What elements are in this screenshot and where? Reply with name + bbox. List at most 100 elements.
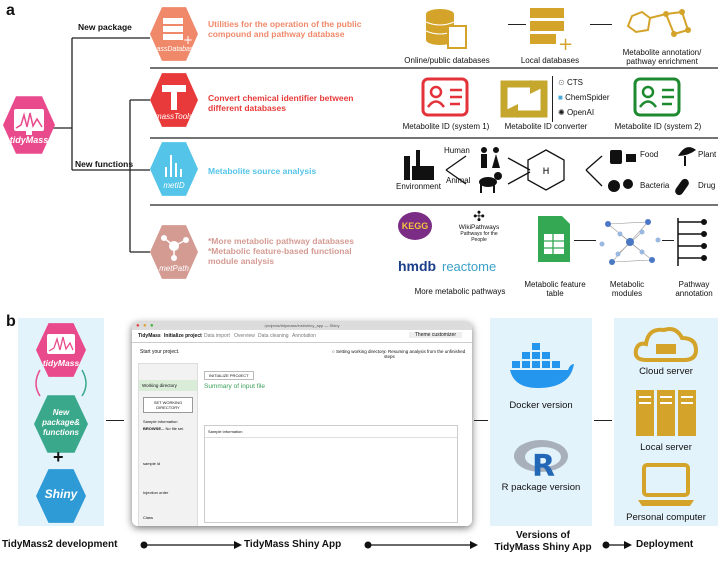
cloud-server-icon bbox=[633, 327, 699, 362]
hmdb-logo: hmdb bbox=[398, 258, 437, 274]
r-label: R package version bbox=[501, 482, 581, 493]
wiki-icon: ✣ bbox=[473, 208, 485, 224]
tidymass-core-hex: tidyMass bbox=[3, 96, 55, 154]
id1-label: Metabolite ID (system 1) bbox=[402, 122, 490, 131]
arrow-versions-deploy bbox=[594, 420, 612, 422]
metpath-name: metPath bbox=[159, 264, 189, 273]
local-label: Local server bbox=[640, 442, 692, 453]
database-server-icon: + bbox=[163, 18, 193, 47]
tab-overview[interactable]: Overview bbox=[234, 333, 255, 339]
branch-new-functions: New functions bbox=[75, 159, 134, 169]
masstools-desc: Convert chemical identifier between diff… bbox=[208, 93, 354, 113]
massdatabase-name: massDatabase bbox=[150, 46, 198, 53]
id2-label: Metabolite ID (system 2) bbox=[614, 122, 702, 131]
browse-button[interactable]: BROWSE... bbox=[143, 426, 165, 431]
svg-text:H: H bbox=[543, 167, 550, 177]
molecule-network-icon bbox=[626, 9, 691, 37]
sample-id-label: sample id bbox=[143, 461, 161, 466]
radio1-label: Setting working directory bbox=[335, 349, 386, 354]
monitor-icon-small bbox=[47, 334, 75, 354]
theme-button[interactable]: Theme customizer bbox=[408, 332, 462, 338]
online-db-label: Online/public databases bbox=[404, 56, 490, 65]
sidebar-working-dir[interactable]: Working directory bbox=[139, 380, 197, 391]
human-label: Human bbox=[444, 146, 470, 155]
app-window: ● ● ● /projects/tidymass/inst/shiny_app … bbox=[132, 322, 472, 526]
init-project-button[interactable]: INITIALIZE PROJECT bbox=[204, 371, 254, 380]
tab-initialize[interactable]: Initialize project bbox=[164, 333, 202, 339]
radio-resume[interactable]: ○ Resuming analysis from the unfinished … bbox=[384, 349, 466, 359]
arrow-4 bbox=[662, 240, 674, 242]
openai-label: OpenAI bbox=[566, 108, 595, 117]
arrow-dev-app bbox=[106, 420, 124, 422]
timeline-app: TidyMass Shiny App bbox=[244, 539, 342, 550]
converter-label: Metabolite ID converter bbox=[504, 122, 588, 131]
core-name: tidyMass bbox=[9, 135, 49, 145]
masstools-hex: massTools bbox=[150, 73, 198, 127]
injection-label: Injection order bbox=[143, 490, 169, 495]
app-navbar: TidyMass Initialize project Data import … bbox=[132, 330, 472, 343]
pc-label: Personal computer bbox=[626, 512, 706, 523]
timeline-dev: TidyMass2 development bbox=[2, 539, 118, 550]
tab-data-cleaning[interactable]: Data cleaning bbox=[258, 333, 289, 339]
environment-label: Environment bbox=[396, 182, 441, 191]
wiki-label: WikiPathways bbox=[458, 224, 500, 231]
local-database-icon: + bbox=[530, 8, 573, 54]
converter-bracket bbox=[552, 76, 553, 122]
laptop-icon bbox=[638, 463, 694, 506]
convert-arrows-icon bbox=[500, 80, 548, 118]
title-bar: ● ● ● /projects/tidymass/inst/shiny_app … bbox=[132, 322, 472, 330]
converter-openai: ✺ OpenAI bbox=[558, 108, 595, 117]
timeline-versions: Versions of TidyMass Shiny App bbox=[494, 530, 592, 553]
masstools-name: massTools bbox=[155, 112, 193, 121]
set-wd-button[interactable]: SET WORKING DIRECTORY bbox=[143, 397, 193, 413]
title-bar-text: /projects/tidymass/inst/shiny_app — Shin… bbox=[264, 323, 340, 328]
spreadsheet-icon bbox=[538, 216, 570, 262]
docker-label: Docker version bbox=[509, 400, 573, 411]
animal-label: Animal bbox=[446, 176, 471, 185]
plant-label: Plant bbox=[698, 150, 717, 159]
arrow-3 bbox=[574, 240, 596, 242]
radio-setting-wd[interactable]: ○ Setting working directory bbox=[332, 349, 386, 354]
wiki-sub-label: Pathways for the People bbox=[460, 231, 498, 243]
tab-annotation[interactable]: Annotation bbox=[292, 333, 316, 339]
annotation-label: Metabolite annotation/ pathway enrichmen… bbox=[622, 48, 702, 66]
chemspider-label: ChemSpider bbox=[565, 93, 610, 102]
dev-top-label: tidyMass bbox=[42, 358, 80, 368]
id-card-red-icon bbox=[421, 77, 469, 117]
tab-data-import[interactable]: Data import bbox=[204, 333, 230, 339]
local-server-icon bbox=[636, 390, 696, 436]
app-body: Start your project. ○ Setting working di… bbox=[132, 343, 472, 526]
spectrum-icon bbox=[165, 155, 182, 177]
wikipathways-logo: ✣ WikiPathways Pathways for the People bbox=[454, 208, 504, 243]
file-input[interactable]: BROWSE... No file sel. bbox=[143, 426, 193, 431]
cloud-label: Cloud server bbox=[639, 366, 693, 377]
start-text: Start your project. bbox=[140, 349, 180, 355]
modules-label: Metabolic modules bbox=[609, 280, 645, 298]
online-database-icon bbox=[425, 9, 467, 49]
versions-column-bg bbox=[490, 318, 592, 526]
branch-new-package: New package bbox=[78, 22, 132, 32]
metpath-desc: *More metabolic pathway databases *Metab… bbox=[208, 236, 354, 266]
local-db-label: Local databases bbox=[520, 56, 580, 65]
radio2-label: Resuming analysis from the unfinished st… bbox=[384, 349, 466, 359]
no-file-text: No file sel. bbox=[165, 426, 185, 431]
dev-mid-label: New package& functions bbox=[42, 408, 80, 437]
timeline-deploy: Deployment bbox=[636, 539, 694, 550]
class-label: Class bbox=[143, 515, 154, 520]
massdatabase-desc: Utilities for the operation of the publi… bbox=[208, 19, 362, 39]
panel-b-label: b bbox=[6, 313, 16, 330]
timeline-line bbox=[140, 541, 632, 549]
source-network: H bbox=[404, 147, 696, 196]
arrow-app-versions bbox=[474, 420, 488, 422]
svg-text:+: + bbox=[558, 34, 573, 54]
metid-desc: Metabolite source analysis bbox=[208, 166, 317, 176]
feature-table-label: Metabolic feature table bbox=[524, 280, 586, 298]
id-card-green-icon bbox=[633, 77, 681, 117]
monitor-icon bbox=[14, 109, 44, 135]
hammer-icon bbox=[162, 85, 186, 110]
svg-text:+: + bbox=[183, 33, 193, 47]
panel-a-label: a bbox=[6, 2, 15, 19]
reactome-logo: reactome bbox=[442, 259, 497, 274]
panel-a-connectors bbox=[53, 37, 718, 253]
cts-label: CTS bbox=[566, 78, 583, 87]
